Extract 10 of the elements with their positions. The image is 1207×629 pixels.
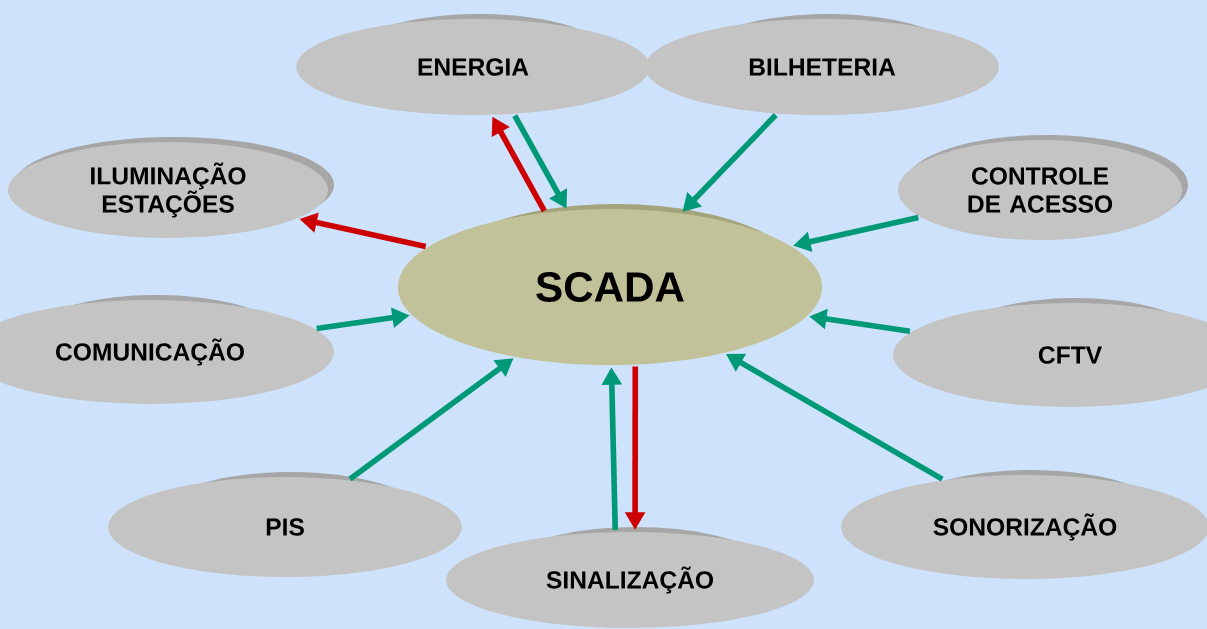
ellipse-node: SCADA	[397, 204, 823, 365]
ellipse-node: COMUNICAÇÃO	[0, 295, 334, 404]
ellipse-node: ILUMINAÇÃO ESTAÇÕES	[8, 137, 334, 238]
ellipse-node: SONORIZAÇÃO	[841, 470, 1207, 579]
ellipse-node: CFTV	[893, 298, 1207, 407]
ellipse-node: ENERGIA	[296, 14, 650, 115]
ellipse-node: CONTROLE DE ACESSO	[898, 135, 1188, 240]
ellipse-node: SINALIZAÇÃO	[446, 527, 814, 628]
ellipse-node: PIS	[108, 472, 462, 577]
ellipse-node: BILHETERIA	[645, 14, 999, 115]
